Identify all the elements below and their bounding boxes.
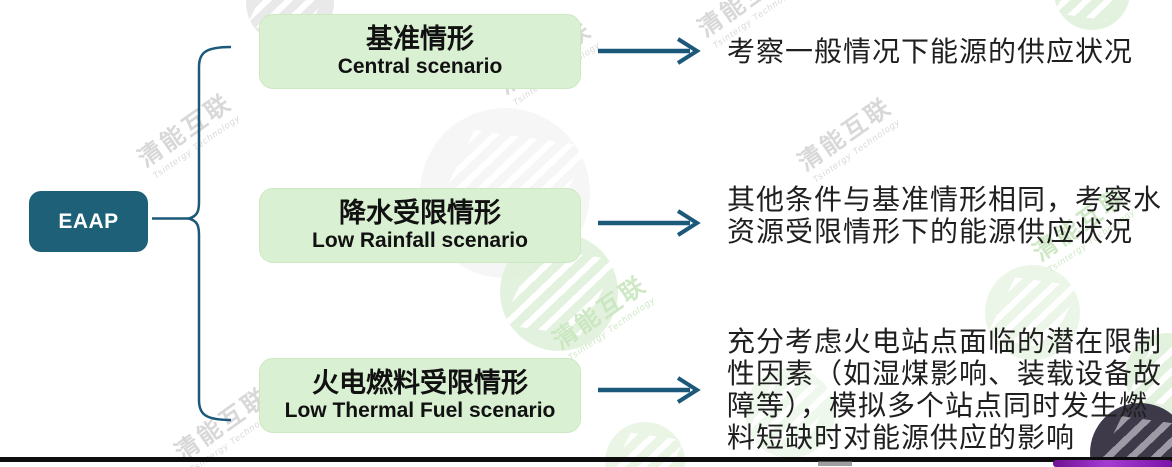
scenario-title-zh: 基准情形 xyxy=(366,24,474,55)
scenario-title-en: Central scenario xyxy=(337,55,503,79)
scenario-description-low-thermal-fuel: 充分考虑火电站点面临的潜在限制 性因素（如湿煤影响、装载设备故 障等），模拟多个… xyxy=(727,327,1163,454)
watermark-gray-fragment xyxy=(818,461,852,466)
scenario-description-low-rainfall: 其他条件与基准情形相同，考察水 资源受限情形下的能源供应状况 xyxy=(727,185,1163,248)
bottom-divider-bar xyxy=(0,457,1172,462)
arrow-icon xyxy=(598,209,701,237)
scenario-box-low-thermal-fuel: 火电燃料受限情形 Low Thermal Fuel scenario xyxy=(259,358,581,433)
arrow-icon xyxy=(598,376,701,404)
scenario-description-central: 考察一般情况下能源的供应状况 xyxy=(727,37,1134,68)
watermark-text: 清能互联 Tsintergy Technology xyxy=(793,92,903,185)
scenario-title-en: Low Rainfall scenario xyxy=(312,229,528,253)
watermark-text: 清能互联 Tsintergy Technology xyxy=(548,270,658,363)
scenario-title-zh: 降水受限情形 xyxy=(339,198,501,229)
brace-connector xyxy=(152,45,232,422)
scenario-box-low-rainfall: 降水受限情形 Low Rainfall scenario xyxy=(259,188,581,263)
watermark-purple-fragment xyxy=(1053,460,1172,467)
eaap-label: EAAP xyxy=(58,209,119,233)
scenario-title-en: Low Thermal Fuel scenario xyxy=(284,399,556,423)
watermark-logo-icon xyxy=(1054,0,1130,30)
scenario-title-zh: 火电燃料受限情形 xyxy=(312,368,528,399)
eaap-node: EAAP xyxy=(29,191,148,252)
scenario-box-central: 基准情形 Central scenario xyxy=(259,14,581,89)
arrow-icon xyxy=(598,37,701,65)
watermark-text: 清能互联 Tsintergy Technology xyxy=(133,88,243,181)
